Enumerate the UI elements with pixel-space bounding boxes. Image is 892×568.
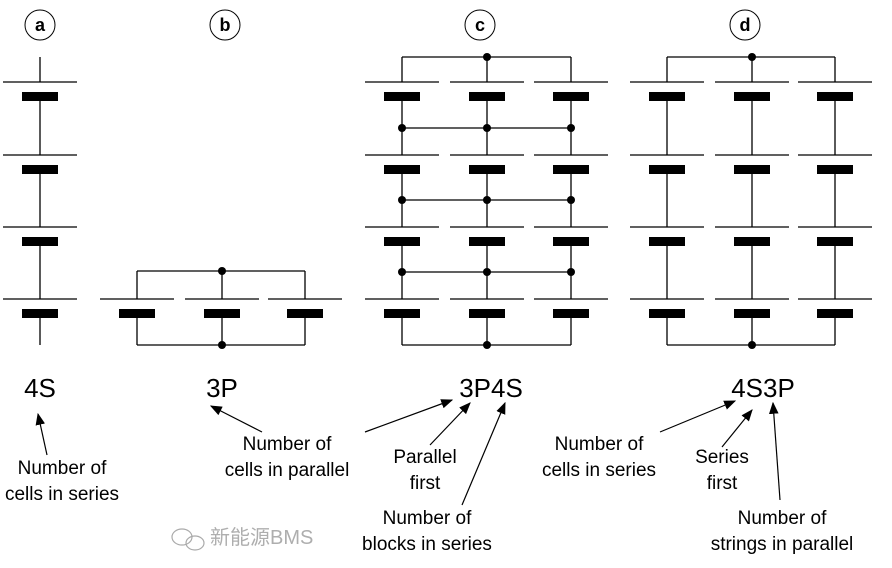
junction-dot xyxy=(483,341,491,349)
cell-negative-plate xyxy=(649,237,685,246)
arrow-b xyxy=(209,405,263,433)
cell-negative-plate xyxy=(553,309,589,318)
cell-negative-plate xyxy=(553,165,589,174)
config-label-d: 4S3P xyxy=(731,373,795,403)
config-label-b: 3P xyxy=(206,373,238,403)
arrow-d-first xyxy=(721,409,753,448)
svg-text:c: c xyxy=(475,15,485,35)
cell-negative-plate xyxy=(22,309,58,318)
arrow-a xyxy=(35,412,48,456)
junction-dot xyxy=(398,124,406,132)
cell-negative-plate xyxy=(734,92,770,101)
cell-negative-plate xyxy=(22,92,58,101)
arrow-d-strings xyxy=(768,401,781,501)
cell-negative-plate xyxy=(649,165,685,174)
cell-negative-plate xyxy=(384,92,420,101)
junction-dot xyxy=(483,196,491,204)
panel-label-b: b xyxy=(209,9,241,41)
wechat-icon xyxy=(171,528,205,551)
config-label-a: 4S xyxy=(24,373,56,403)
arrow-c-parallel xyxy=(364,399,454,433)
panel-label-a: a xyxy=(24,9,56,41)
cell-negative-plate xyxy=(553,237,589,246)
junction-dot xyxy=(748,53,756,61)
cell-negative-plate xyxy=(649,92,685,101)
cell-negative-plate xyxy=(22,165,58,174)
cell-negative-plate xyxy=(469,92,505,101)
panel-label-c: c xyxy=(464,9,496,41)
junction-dot xyxy=(483,124,491,132)
arrows xyxy=(35,399,781,506)
cell-negative-plate xyxy=(734,309,770,318)
cell-negative-plate xyxy=(119,309,155,318)
junction-dot xyxy=(567,196,575,204)
cell-negative-plate xyxy=(817,309,853,318)
cell-negative-plate xyxy=(384,165,420,174)
junction-dot xyxy=(218,341,226,349)
junction-dot xyxy=(218,267,226,275)
cell-negative-plate xyxy=(204,309,240,318)
cell-negative-plate xyxy=(649,309,685,318)
arrow-c-first xyxy=(429,402,471,446)
cell-negative-plate xyxy=(817,165,853,174)
cell-negative-plate xyxy=(817,237,853,246)
svg-text:a: a xyxy=(35,15,46,35)
svg-text:d: d xyxy=(740,15,751,35)
cell-negative-plate xyxy=(287,309,323,318)
panel-label-d: d xyxy=(729,9,761,41)
arrow-d-series xyxy=(659,400,737,433)
watermark: 新能源BMS xyxy=(171,526,313,551)
circuits xyxy=(3,53,872,349)
junction-dot xyxy=(483,53,491,61)
cell-negative-plate xyxy=(384,309,420,318)
cell-negative-plate xyxy=(469,237,505,246)
junction-dot xyxy=(567,124,575,132)
junction-dot xyxy=(748,341,756,349)
cell-negative-plate xyxy=(384,237,420,246)
svg-text:新能源BMS: 新能源BMS xyxy=(210,526,313,549)
cell-negative-plate xyxy=(469,165,505,174)
cell-negative-plate xyxy=(734,165,770,174)
svg-text:b: b xyxy=(220,15,231,35)
config-label-c: 3P4S xyxy=(459,373,523,403)
cell-negative-plate xyxy=(469,309,505,318)
cell-negative-plate xyxy=(734,237,770,246)
arrow-c-blocks xyxy=(461,401,506,506)
junction-dot xyxy=(398,196,406,204)
junction-dot xyxy=(483,268,491,276)
junction-dot xyxy=(567,268,575,276)
cell-negative-plate xyxy=(817,92,853,101)
cell-negative-plate xyxy=(22,237,58,246)
junction-dot xyxy=(398,268,406,276)
cell-negative-plate xyxy=(553,92,589,101)
